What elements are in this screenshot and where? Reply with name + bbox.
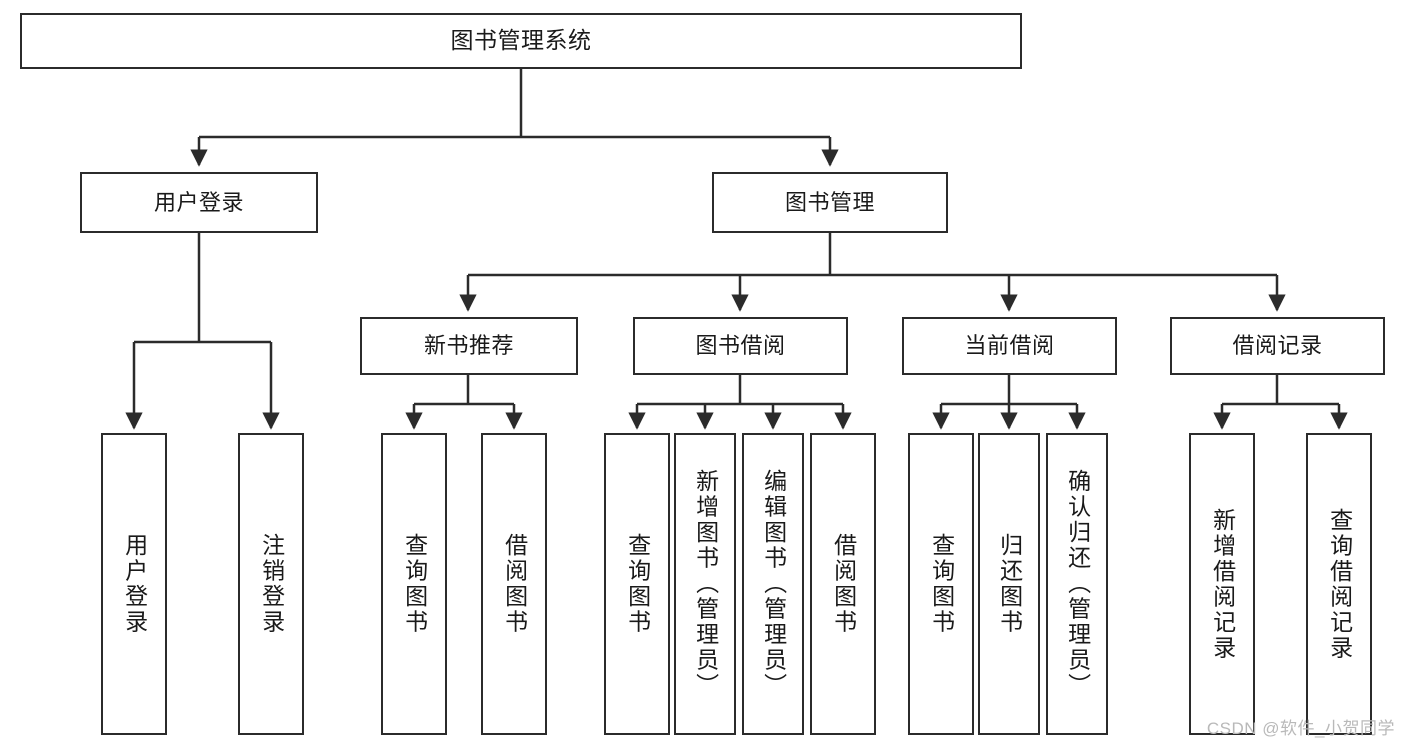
- leaf-borrow-book[interactable]: 借阅图书: [810, 433, 876, 735]
- node-label: 图书管理: [784, 189, 875, 215]
- node-label: 编辑图书（管理员）: [760, 469, 787, 699]
- leaf-borrow-book-recommend[interactable]: 借阅图书: [481, 433, 547, 735]
- watermark-text: CSDN @软件_小贺同学: [1206, 719, 1395, 738]
- node-user-login[interactable]: 用户登录: [80, 172, 318, 233]
- node-label: 新书推荐: [423, 333, 514, 359]
- leaf-add-book-admin[interactable]: 新增图书（管理员）: [674, 433, 736, 735]
- node-label: 用户登录: [153, 189, 244, 215]
- leaf-add-borrow-record[interactable]: 新增借阅记录: [1189, 433, 1255, 735]
- node-book-management[interactable]: 图书管理: [712, 172, 948, 233]
- leaf-edit-book-admin[interactable]: 编辑图书（管理员）: [742, 433, 804, 735]
- node-label: 新增图书（管理员）: [692, 469, 719, 699]
- node-label: 图书管理系统: [450, 27, 592, 54]
- node-label: 用户登录: [121, 533, 148, 635]
- node-book-borrow[interactable]: 图书借阅: [633, 317, 848, 375]
- node-label: 查询图书: [928, 533, 955, 635]
- node-new-book-recommend[interactable]: 新书推荐: [360, 317, 578, 375]
- node-label: 确认归还（管理员）: [1064, 469, 1091, 699]
- node-borrow-record[interactable]: 借阅记录: [1170, 317, 1385, 375]
- leaf-user-login[interactable]: 用户登录: [101, 433, 167, 735]
- leaf-query-book-current[interactable]: 查询图书: [908, 433, 974, 735]
- node-label: 图书借阅: [695, 333, 786, 359]
- node-label: 借阅图书: [830, 533, 857, 635]
- node-current-borrow[interactable]: 当前借阅: [902, 317, 1117, 375]
- node-label: 借阅记录: [1232, 333, 1323, 359]
- node-label: 新增借阅记录: [1209, 507, 1236, 661]
- node-label: 查询图书: [624, 533, 651, 635]
- node-label: 注销登录: [258, 533, 285, 635]
- leaf-logout[interactable]: 注销登录: [238, 433, 304, 735]
- node-root-system[interactable]: 图书管理系统: [20, 13, 1022, 69]
- leaf-query-borrow-record[interactable]: 查询借阅记录: [1306, 433, 1372, 735]
- node-label: 借阅图书: [501, 533, 528, 635]
- leaf-return-book[interactable]: 归还图书: [978, 433, 1040, 735]
- node-label: 归还图书: [996, 533, 1023, 635]
- leaf-query-book-recommend[interactable]: 查询图书: [381, 433, 447, 735]
- leaf-query-book-borrow[interactable]: 查询图书: [604, 433, 670, 735]
- node-label: 查询借阅记录: [1326, 507, 1353, 661]
- leaf-confirm-return-admin[interactable]: 确认归还（管理员）: [1046, 433, 1108, 735]
- node-label: 当前借阅: [964, 333, 1055, 359]
- node-label: 查询图书: [401, 533, 428, 635]
